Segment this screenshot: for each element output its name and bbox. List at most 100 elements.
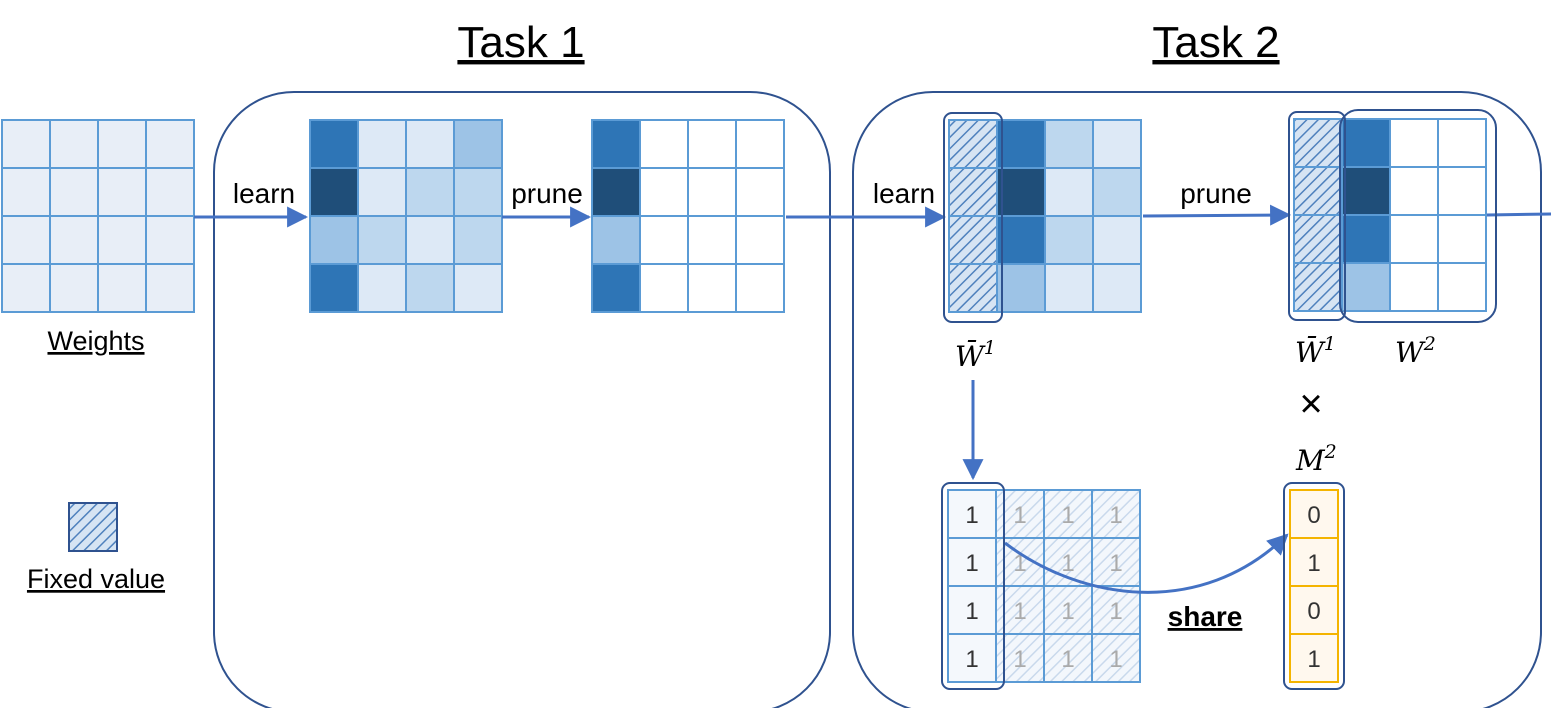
matrix-cell (1091, 489, 1141, 539)
matrix-cell (145, 119, 195, 169)
matrix-cell (309, 119, 359, 169)
matrix-cell (735, 119, 785, 169)
matrix-cell-value: 1 (965, 646, 978, 673)
matrix-cell (947, 585, 997, 635)
matrix-cell (947, 633, 997, 683)
matrix-cell (1091, 537, 1141, 587)
matrix-cell-value: 1 (1013, 502, 1026, 529)
matrix-cell-value: 1 (965, 550, 978, 577)
task1-title: Task 1 (457, 18, 584, 67)
matrix-cell (405, 167, 455, 217)
matrix-cell (639, 215, 689, 265)
matrix-cell (1092, 119, 1142, 169)
matrix-cell (1, 167, 51, 217)
matrix-cell-value: 1 (1013, 598, 1026, 625)
share-curve-arrow (1004, 533, 1289, 594)
matrix-cell (97, 167, 147, 217)
matrix-cell (1043, 633, 1093, 683)
share-column-highlight (941, 482, 1005, 690)
matrix-cell (1293, 214, 1343, 264)
mask-highlight (1283, 482, 1345, 690)
task1-panel (213, 91, 831, 708)
mask-cell (1289, 537, 1339, 587)
matrix-cell (405, 215, 455, 265)
matrix-cell (1341, 262, 1391, 312)
task2-learned-matrix (948, 119, 1142, 313)
matrix-cell (948, 215, 998, 265)
w-bar-1-label-right: W̄1 (1295, 333, 1336, 369)
matrix-cell (1293, 262, 1343, 312)
matrix-cell-value: 1 (1013, 646, 1026, 673)
matrix-cell (1437, 166, 1487, 216)
prune-label-task1: prune (511, 178, 583, 209)
matrix-cell (357, 167, 407, 217)
matrix-cell (591, 167, 641, 217)
matrix-cell (996, 263, 1046, 313)
matrix-cell (1092, 167, 1142, 217)
matrix-cell (735, 215, 785, 265)
matrix-cell (1, 263, 51, 313)
mask-cell-value: 0 (1307, 598, 1320, 625)
fixed-value-swatch (68, 502, 118, 552)
matrix-cell (1044, 119, 1094, 169)
share-label: share (1168, 601, 1243, 632)
matrix-cell (1293, 166, 1343, 216)
matrix-cell (145, 263, 195, 313)
matrix-cell (1389, 262, 1439, 312)
matrix-cell (309, 215, 359, 265)
matrix-cell (1091, 633, 1141, 683)
matrix-cell (639, 167, 689, 217)
times-symbol: × (1299, 382, 1322, 426)
matrix-cell (735, 263, 785, 313)
w-bar-1-highlight-pruned (1288, 111, 1346, 321)
matrix-cell-value: 1 (965, 598, 978, 625)
matrix-cell (49, 215, 99, 265)
task1-learned-matrix (309, 119, 503, 313)
matrix-cell-value: 1 (965, 502, 978, 529)
mask-cell-value: 0 (1307, 502, 1320, 529)
matrix-cell (948, 263, 998, 313)
mask-cell (1289, 633, 1339, 683)
matrix-cell (687, 263, 737, 313)
mask-cell-value: 1 (1307, 646, 1320, 673)
matrix-cell-value: 1 (1061, 550, 1074, 577)
matrix-cell (1341, 214, 1391, 264)
matrix-cell (97, 215, 147, 265)
matrix-cell (357, 119, 407, 169)
task1-pruned-matrix (591, 119, 785, 313)
w-2-highlight-pruned (1339, 109, 1497, 323)
task2-pruned-matrix (1293, 118, 1487, 312)
task2-panel (852, 91, 1542, 708)
matrix-cell-value: 1 (1109, 502, 1122, 529)
matrix-cell (1, 215, 51, 265)
matrix-cell (687, 167, 737, 217)
matrix-cell (687, 119, 737, 169)
matrix-cell (1044, 215, 1094, 265)
w-2-label: W2 (1395, 333, 1436, 369)
matrix-cell (1437, 214, 1487, 264)
arrow-exit-task2 (1486, 212, 1551, 217)
matrix-cell (97, 263, 147, 313)
matrix-cell (49, 263, 99, 313)
matrix-cell (309, 263, 359, 313)
prune-label-task2: prune (1180, 178, 1252, 209)
matrix-cell-value: 1 (1061, 502, 1074, 529)
matrix-cell (591, 119, 641, 169)
learn-label-task1: learn (233, 178, 295, 209)
matrix-cell (145, 167, 195, 217)
matrix-cell (639, 119, 689, 169)
matrix-cell (948, 167, 998, 217)
matrix-cell (1092, 215, 1142, 265)
matrix-cell (453, 215, 503, 265)
matrix-cell (1389, 118, 1439, 168)
matrix-cell (1389, 214, 1439, 264)
matrix-cell (996, 215, 1046, 265)
matrix-cell (1437, 118, 1487, 168)
matrix-cell (996, 167, 1046, 217)
matrix-cell (1341, 166, 1391, 216)
matrix-cell-value: 1 (1109, 646, 1122, 673)
w-bar-1-label-left: W̄1 (955, 337, 996, 373)
matrix-cell (639, 263, 689, 313)
